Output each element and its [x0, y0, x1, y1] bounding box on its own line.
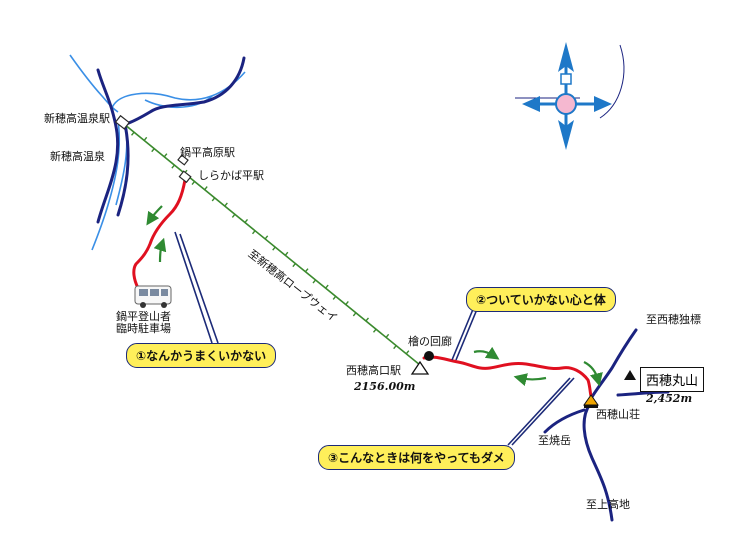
nishihotaka-guchi-station-label: 西穂高口駅 [346, 364, 401, 377]
callout-2: ②ついていかない心と体 [466, 287, 616, 312]
direction-arrows [146, 205, 603, 387]
peak-name-box: 西穂丸山 [640, 367, 705, 392]
ropeway-tick [143, 136, 148, 141]
ropeway-tick [244, 218, 249, 223]
compass-rose [522, 42, 612, 150]
shirakaba-station-marker [178, 170, 192, 184]
ropeway-tick [332, 295, 337, 300]
ropeway-tick [204, 186, 208, 191]
ropeway-tick [231, 213, 236, 218]
callout-1: ①なんかうまくいかない [126, 343, 277, 368]
ropeway-tick [365, 317, 370, 322]
parking-label-line2: 臨時駐車場 [116, 322, 171, 335]
ropeway-tick [272, 246, 276, 251]
shinhotaka-station-marker [114, 114, 131, 130]
peak-marker [624, 370, 636, 380]
ropeway-tick [251, 230, 256, 235]
ropeway-tick [345, 301, 349, 306]
ropeway-tick [304, 268, 309, 273]
shinhotaka-onsen-label: 新穂高温泉 [50, 150, 105, 163]
to-kamikochi-label: 至上高地 [586, 498, 630, 511]
parking-label-line1: 鍋平登山者 [116, 310, 171, 323]
nabedaira-station-marker [177, 154, 189, 166]
callout-3: ③こんなときは何をやってもダメ [318, 445, 515, 470]
nishihotaka-sanso-marker [583, 394, 599, 406]
station-elevation-label: 2156.00m [354, 380, 416, 393]
hinoki-kairo-label: 檜の回廊 [408, 335, 452, 348]
ropeway-tick [191, 181, 196, 185]
ropeway-tick [131, 131, 135, 136]
ropeway-tick [325, 284, 329, 289]
to-nishiho-dokuhyo-label: 至西穂独標 [646, 313, 701, 326]
ropeway-line [123, 123, 421, 366]
ropeway-tick [163, 153, 168, 158]
ropeway-tick [372, 328, 377, 333]
nabedaira-kogen-station-label: 鍋平高原駅 [180, 146, 235, 159]
ropeway-tick [211, 197, 216, 202]
callout-leaders [174, 231, 575, 446]
ropeway-tick [393, 345, 397, 350]
nishihotaka-sanso-label: 西穂山荘 [596, 408, 640, 421]
shinhotaka-onsen-station-label: 新穂高温泉駅 [44, 112, 110, 125]
hinoki-kairo-marker [424, 351, 434, 361]
ropeway-tick [385, 333, 390, 338]
ropeway-tick [352, 312, 357, 317]
ropeway-tick [292, 263, 296, 268]
to-yakedake-label: 至焼岳 [538, 434, 571, 447]
shirakabadaira-station-label: しらかば平駅 [198, 169, 264, 182]
nishihotaka-station-marker [410, 360, 430, 375]
ropeway-tick [224, 202, 228, 207]
ropeway-tick [312, 279, 317, 284]
ropeway-tick [284, 251, 289, 256]
ropeway-tick [171, 164, 175, 169]
ropeway-tick [405, 350, 410, 355]
sanso-base [584, 405, 598, 408]
ropeway-tick [151, 148, 155, 153]
car-icon [134, 285, 172, 308]
peak-elevation-label: 2,452m [646, 392, 693, 405]
ropeway-tick [264, 235, 269, 240]
road [96, 56, 670, 522]
hiking-route [132, 178, 593, 398]
